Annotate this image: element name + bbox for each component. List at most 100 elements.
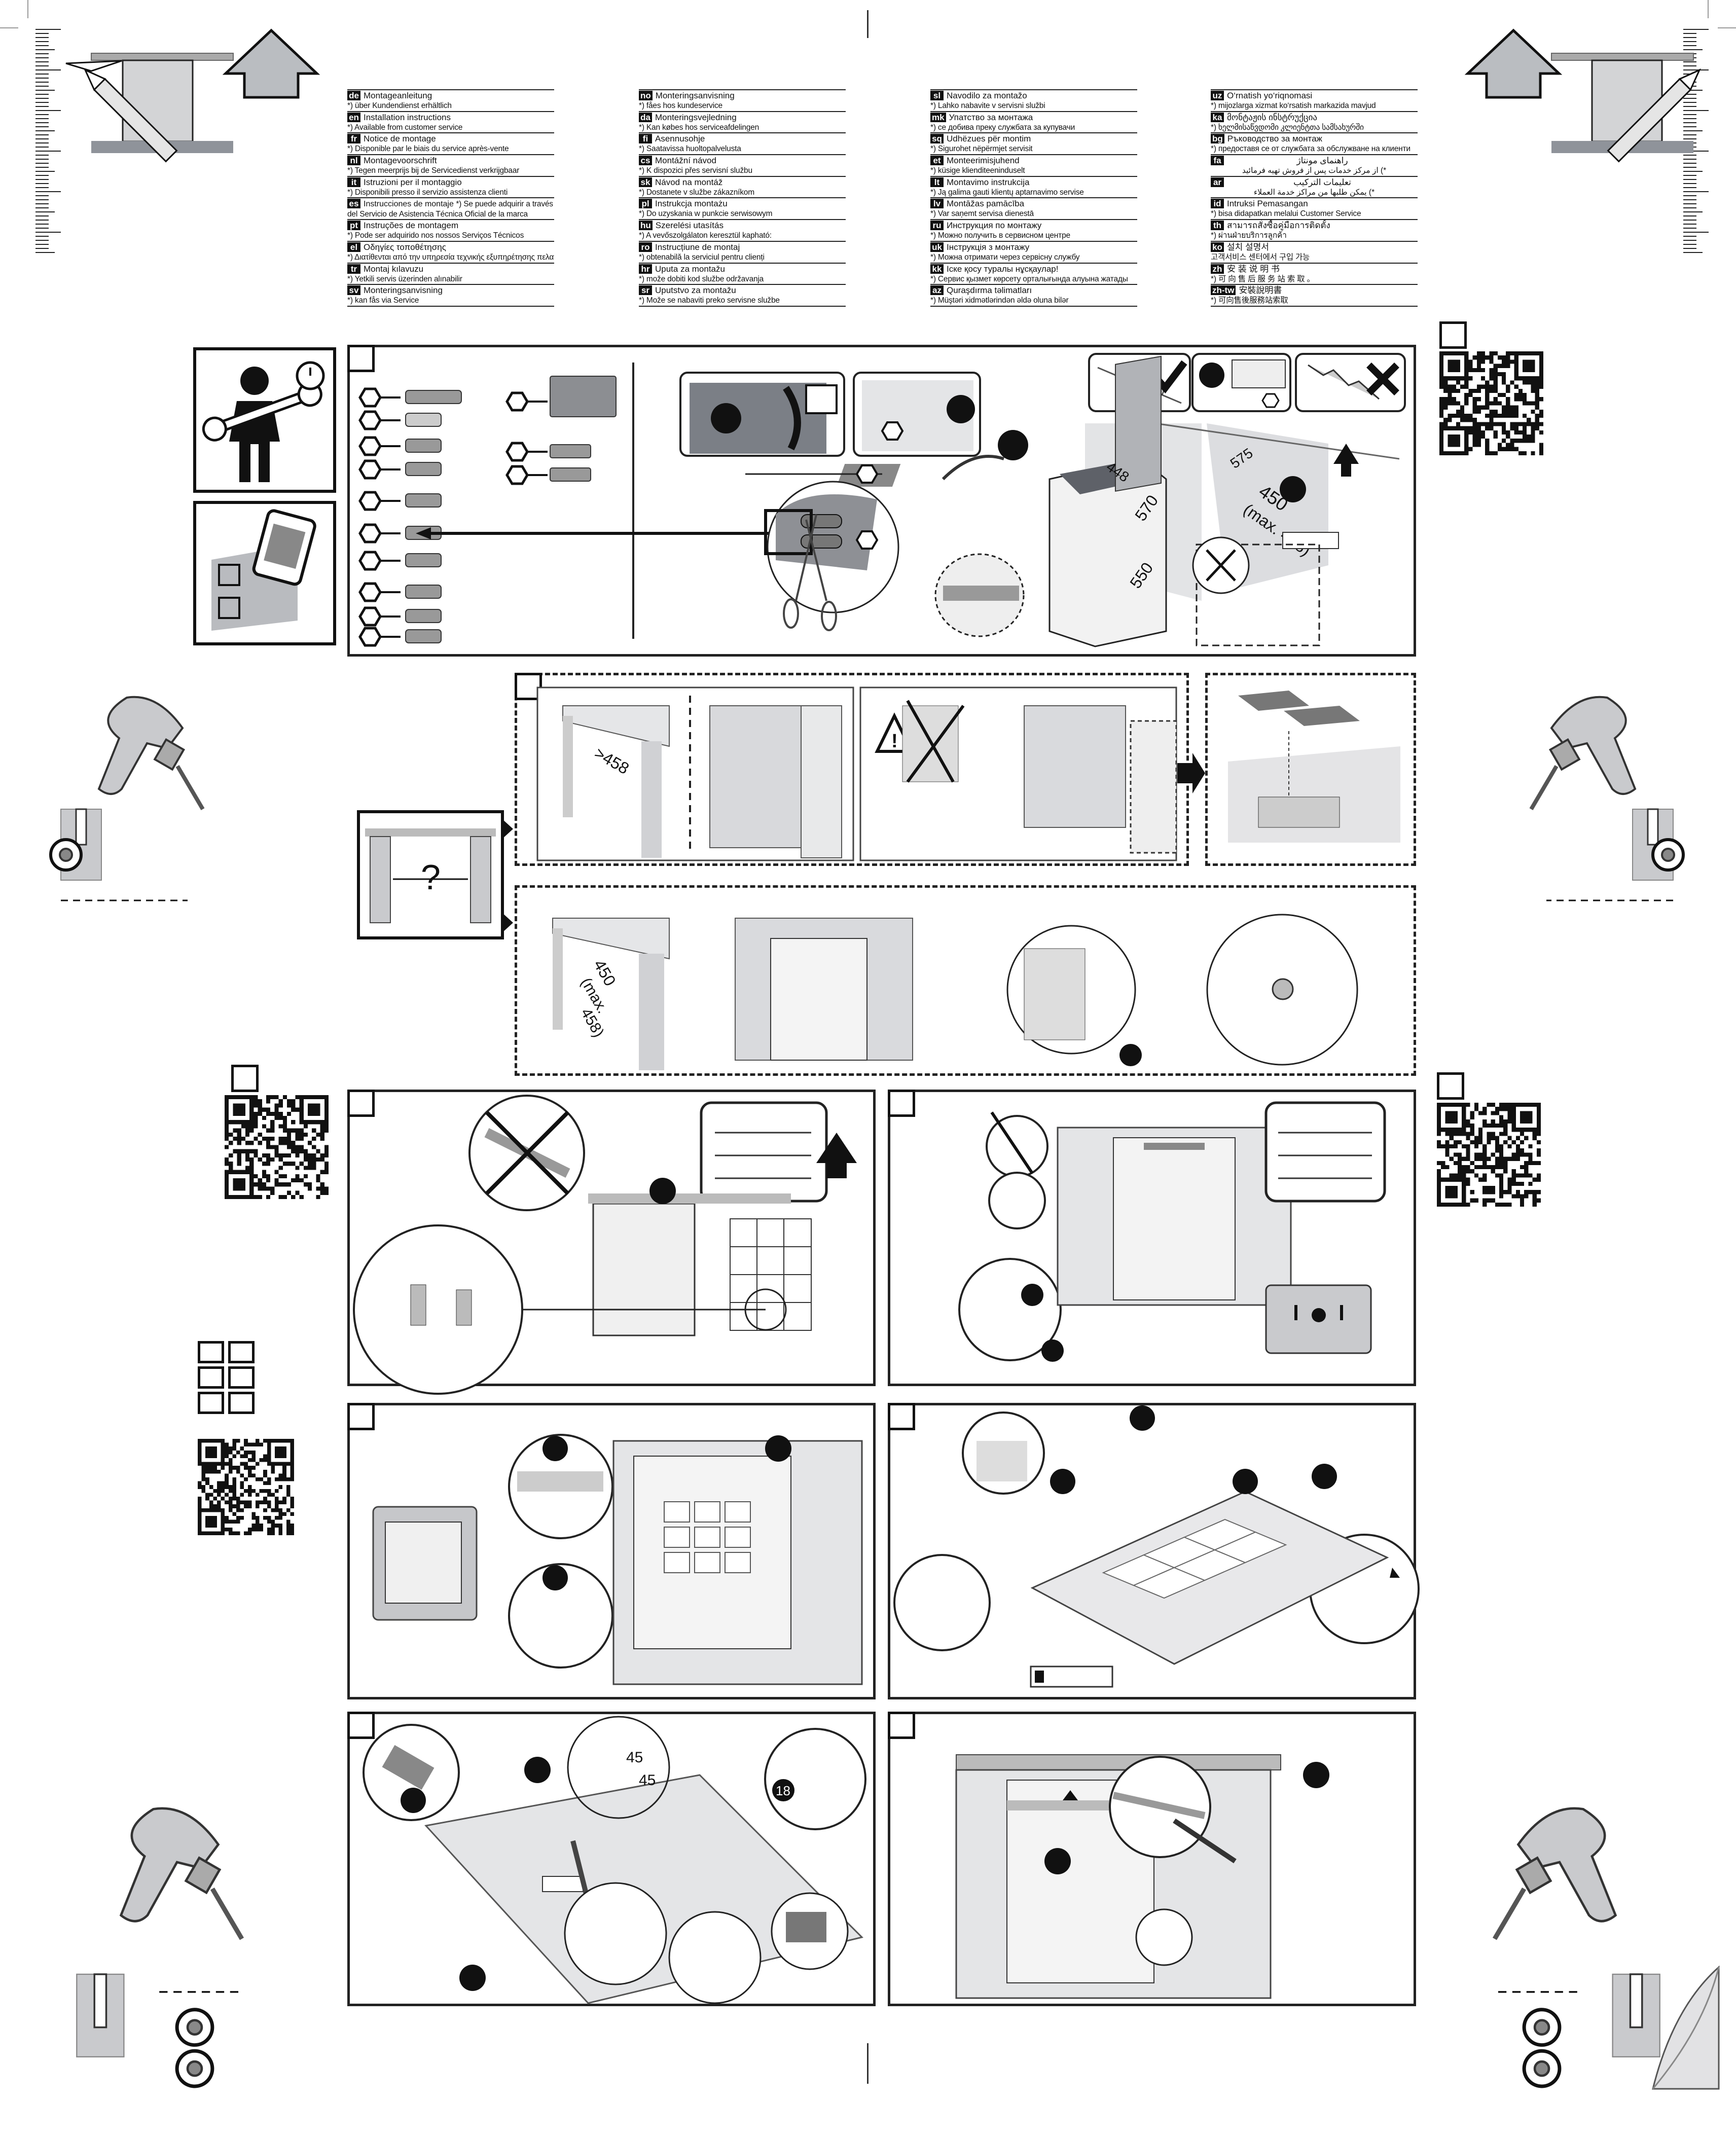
language-title: تعليمات التركيب <box>1293 177 1351 187</box>
language-title: Notice de montage <box>364 134 436 144</box>
step-number-box <box>1437 1072 1464 1100</box>
side-panel-brackets <box>1205 673 1416 866</box>
language-code-badge: th <box>1211 221 1224 231</box>
crop-mark <box>1718 27 1736 28</box>
note-box <box>700 1101 828 1203</box>
language-note: *) Διατίθενται από την υπηρεσία τεχνικής… <box>347 252 554 262</box>
language-title: Szerelési utasítás <box>655 221 724 231</box>
language-title: راهنمای مونتاژ <box>1296 156 1348 166</box>
language-code-badge: cs <box>639 156 652 166</box>
weight-label <box>1030 1665 1113 1688</box>
qr-pattern <box>225 1095 329 1199</box>
language-code-badge: sv <box>347 285 360 296</box>
hexagon-callout-icon <box>358 627 382 647</box>
step-number-box <box>347 1403 375 1430</box>
part-icon <box>405 629 442 643</box>
qr-pattern <box>1437 1103 1541 1207</box>
language-code-badge: az <box>930 285 944 296</box>
step-panel-template <box>347 1403 876 1699</box>
language-note: *) Yetkili servis üzerinden alınabilir <box>347 274 462 283</box>
part-icon <box>405 413 442 427</box>
language-note: *) Lahko nabavite v servisni službi <box>930 101 1045 110</box>
arrow-up-icon <box>816 1133 857 1178</box>
language-title: Uputa za montažu <box>655 264 725 274</box>
detail-hose-connection <box>1196 544 1320 646</box>
qr-pattern <box>1439 351 1543 455</box>
language-note: *) Сервис қызмет көрсету орталығында алу… <box>930 274 1128 283</box>
language-note: *) Dostanete v službe zákazníkom <box>639 188 754 197</box>
connector-arrow <box>502 913 513 933</box>
language-note: 고객서비스 센터에서 구입 가능 <box>1211 252 1310 262</box>
language-code-badge: sl <box>930 91 944 100</box>
step-number-box <box>231 1065 259 1092</box>
language-code-badge: zh-tw <box>1211 285 1236 296</box>
hexagon-callout-icon <box>358 606 382 627</box>
language-title: Monteerimisjuhend <box>947 156 1020 166</box>
language-code-badge: hu <box>639 221 653 231</box>
language-title: Uputstvo za montažu <box>655 285 736 296</box>
drill-icon <box>76 1807 244 2088</box>
svg-text:!: ! <box>891 731 898 752</box>
language-title: 安裝說明書 <box>1239 285 1282 296</box>
fold-mark-bottom <box>867 2043 869 2084</box>
qr-code[interactable] <box>1439 351 1543 455</box>
language-code-badge: nl <box>347 156 360 166</box>
language-code-badge: de <box>347 91 360 100</box>
language-note: *) Sigurohet nëpërmjet servisit <box>930 144 1033 154</box>
language-note: *) bisa didapatkan melalui Customer Serv… <box>1211 209 1361 219</box>
language-code-badge: zh <box>1211 264 1224 274</box>
language-title: Monteringsanvisning <box>364 285 443 296</box>
language-title: Οδηγίες τοποθέτησης <box>364 242 446 252</box>
niche-option-panel-narrow: 450 (max. 458) <box>515 885 1416 1076</box>
language-title: Quraşdırma təlimatları <box>947 285 1032 296</box>
step-reference-grid <box>198 1341 257 1415</box>
language-note: *) küsige klienditeeninduselt <box>930 166 1025 175</box>
language-code-badge: lv <box>930 199 944 209</box>
language-title: Упатство за монтажа <box>949 112 1033 122</box>
language-code-badge: pl <box>639 199 652 209</box>
drill-icon <box>1529 696 1685 901</box>
qr-code[interactable] <box>225 1095 329 1199</box>
language-note: *) Можно получить в сервисном центре <box>930 231 1070 240</box>
part-icon <box>405 390 462 404</box>
qr-code[interactable] <box>198 1436 294 1538</box>
language-title: Istruzioni per il montaggio <box>364 177 462 187</box>
hexagon-callout-icon <box>505 391 529 412</box>
step-number-box <box>1439 321 1467 349</box>
language-note: *) može dobiti kod službe održavanja <box>639 274 764 283</box>
language-note: *) Tegen meerprijs bij de Servicedienst … <box>347 166 520 175</box>
language-note: *) Pode ser adquirido nos nossos Serviço… <box>347 231 524 240</box>
language-note: *) A vevőszolgálaton keresztül kapható: <box>639 231 772 240</box>
language-code-badge: no <box>639 91 653 100</box>
language-title: Іске қосу туралы нұсқаулар! <box>947 264 1059 274</box>
qr-code[interactable] <box>1437 1103 1541 1207</box>
language-note: *) Var saņemt servisa dienestā <box>930 209 1034 219</box>
measure-niche-icon <box>65 28 320 163</box>
hexagon-callout-icon <box>505 465 529 485</box>
language-code-badge: ro <box>639 242 652 252</box>
language-title: Montagevoorschrift <box>364 156 437 166</box>
part-icon <box>405 439 442 453</box>
language-entry-nl: nl Montagevoorschrift *) Tegen meerprijs … <box>347 154 554 176</box>
language-title: Monteringsanvisning <box>655 91 735 100</box>
language-title: Інструкція з монтажу <box>947 242 1030 252</box>
step-number-box <box>347 1090 375 1117</box>
